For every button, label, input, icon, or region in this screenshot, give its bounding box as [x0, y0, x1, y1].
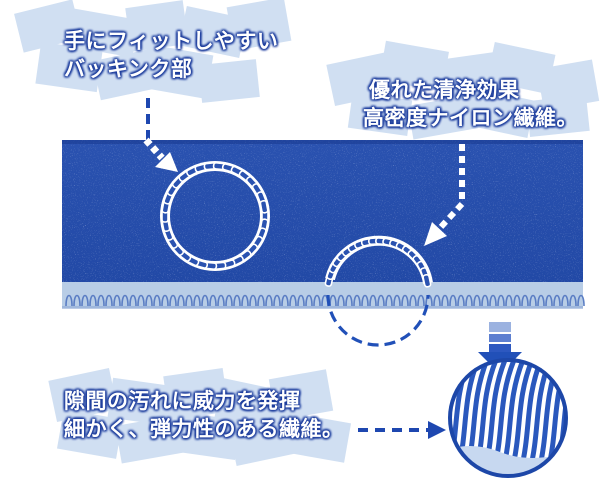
backing-strip [62, 282, 585, 309]
nylon-callout-line2: 高密度ナイロン繊維。 [363, 106, 578, 130]
pointer-backing-arrow [143, 137, 178, 172]
nylon-callout-line1: 優れた清浄効果 [369, 78, 520, 102]
pointer-nylon [424, 132, 465, 246]
backing-callout: 手にフィットしやすい バッキンク部 [64, 27, 278, 83]
backing-callout-line2: バッキンク部 [64, 57, 193, 81]
pointer-fiber [358, 421, 446, 439]
fiber-callout-line1: 隙間の汚れに威力を発揮 [64, 389, 301, 413]
fiber-zoom-circle [324, 235, 433, 347]
backing-zoom-circle [160, 161, 270, 271]
scouring-pad [62, 140, 583, 282]
magnified-fiber-circle [448, 358, 568, 478]
backing-callout-line1: 手にフィットしやすい [64, 29, 279, 53]
nylon-callout: 優れた清浄効果 高密度ナイロン繊維。 [363, 76, 578, 132]
fiber-callout-line2: 細かく、弾力性のある繊維。 [64, 417, 344, 441]
background-tiles [14, 0, 600, 467]
fiber-callout: 隙間の汚れに威力を発揮 細かく、弾力性のある繊維。 [64, 387, 344, 443]
